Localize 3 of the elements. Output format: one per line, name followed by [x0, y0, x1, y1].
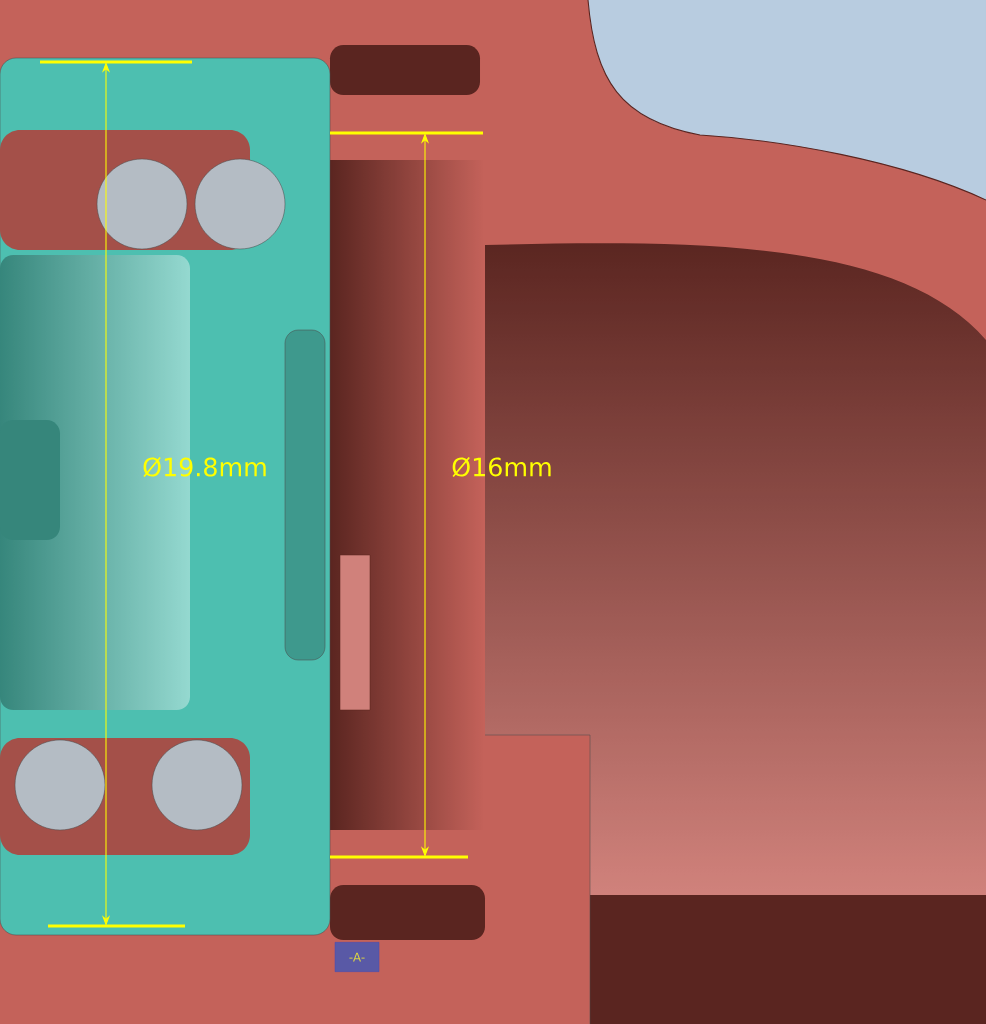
- dimension-label: Ø16mm: [452, 456, 551, 478]
- dimension-label: Ø19.8mm: [143, 456, 266, 478]
- datum-label: -A-: [334, 942, 380, 972]
